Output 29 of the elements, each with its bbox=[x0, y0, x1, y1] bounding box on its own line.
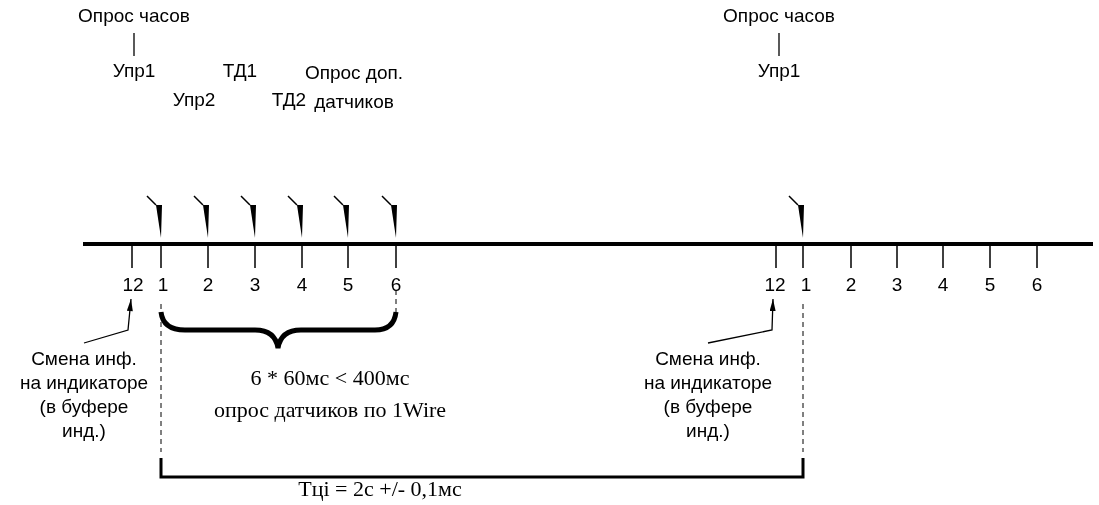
tick-number: 6 bbox=[1030, 273, 1044, 297]
connector-line bbox=[707, 298, 776, 344]
tick-number: 12 bbox=[121, 272, 145, 298]
connector-line bbox=[133, 32, 135, 57]
tick-number: 1 bbox=[799, 273, 813, 297]
tick-number: 4 bbox=[295, 273, 309, 297]
tick-number: 2 bbox=[844, 273, 858, 297]
event-label: ТД1 bbox=[221, 59, 259, 83]
annotation-text: 6 * 60мс < 400мс bbox=[249, 365, 411, 391]
tick-number: 12 bbox=[764, 272, 786, 298]
tick-number: 3 bbox=[248, 273, 262, 297]
tick-number: 3 bbox=[890, 273, 904, 297]
tick-number: 2 bbox=[201, 273, 215, 297]
event-label: Опрос часов bbox=[59, 3, 209, 29]
event-label: Опрос часов bbox=[704, 3, 854, 29]
event-label: Упр1 bbox=[749, 58, 809, 84]
event-label: Упр1 bbox=[104, 58, 164, 84]
event-label: Смена инф. на индикаторе (в буфере инд.) bbox=[643, 347, 773, 443]
tick-number: 5 bbox=[983, 273, 997, 297]
tick-number: 5 bbox=[341, 273, 355, 297]
annotation-text: опрос датчиков по 1Wire bbox=[212, 397, 448, 423]
connector-line bbox=[83, 298, 133, 344]
annotation-text: Тці = 2с +/- 0,1мс bbox=[297, 476, 463, 502]
tick-number: 6 bbox=[389, 273, 403, 297]
tick-number: 1 bbox=[156, 273, 170, 297]
event-label: Упр2 bbox=[171, 88, 217, 112]
connector-line bbox=[778, 32, 780, 57]
tick-number: 4 bbox=[936, 273, 950, 297]
event-label: Смена инф. на индикаторе (в буфере инд.) bbox=[19, 347, 149, 443]
